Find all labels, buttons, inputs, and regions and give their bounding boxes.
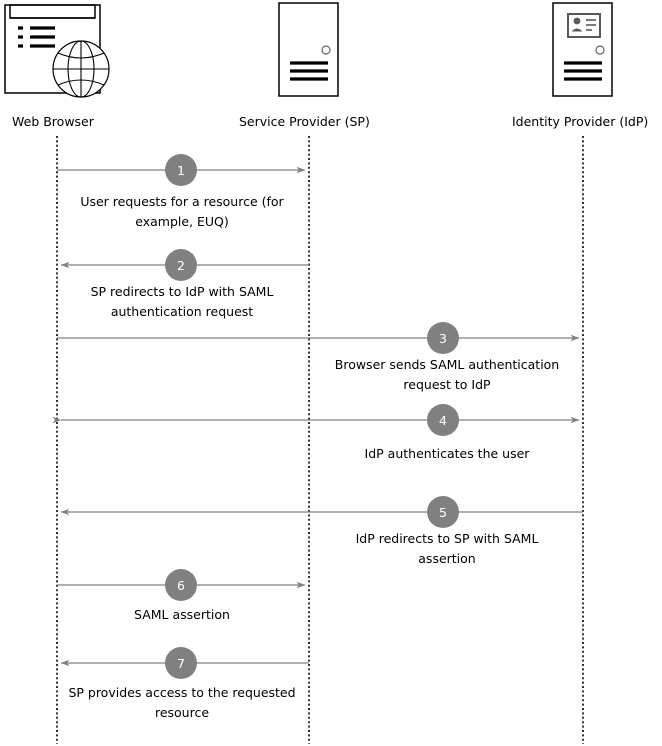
- message-label-6-line-1: SAML assertion: [134, 607, 230, 622]
- message-1: 1 User requests for a resource (for exam…: [57, 154, 306, 229]
- sequence-badge-1: [165, 154, 197, 186]
- message-label-7-line-1: SP provides access to the requested: [68, 685, 295, 700]
- message-label-3-line-1: Browser sends SAML authentication: [335, 357, 559, 372]
- message-7: 7 SP provides access to the requested re…: [60, 647, 309, 720]
- message-label-1-line-1: User requests for a resource (for: [80, 194, 284, 209]
- message-label-3-line-2: request to IdP: [403, 377, 491, 392]
- sequence-badge-2: [165, 249, 197, 281]
- sequence-number-4: 4: [439, 413, 447, 428]
- message-label-7-line-2: resource: [155, 705, 209, 720]
- message-4: 4 IdP authenticates the user: [52, 404, 580, 461]
- sequence-number-3: 3: [439, 331, 447, 346]
- web-browser-globe-icon: [4, 4, 110, 98]
- sequence-number-7: 7: [177, 656, 185, 671]
- actor-label-sp: Service Provider (SP): [239, 114, 370, 129]
- sequence-number-1: 1: [177, 163, 185, 178]
- sequence-number-5: 5: [439, 505, 447, 520]
- sequence-number-6: 6: [177, 578, 185, 593]
- actor-label-browser: Web Browser: [12, 114, 95, 129]
- message-label-4-line-1: IdP authenticates the user: [365, 446, 531, 461]
- message-6: 6 SAML assertion: [57, 569, 306, 622]
- sequence-number-2: 2: [177, 258, 185, 273]
- id-card-icon: [567, 13, 601, 38]
- identity-server-badge-icon: [552, 2, 613, 97]
- message-3: 3 Browser sends SAML authentication requ…: [57, 322, 580, 392]
- sequence-badge-3: [427, 322, 459, 354]
- sequence-badge-7: [165, 647, 197, 679]
- sequence-badge-5: [427, 496, 459, 528]
- message-label-5-line-1: IdP redirects to SP with SAML: [356, 531, 539, 546]
- globe-icon: [52, 40, 110, 98]
- server-tower-icon: [278, 2, 339, 97]
- sequence-badge-6: [165, 569, 197, 601]
- message-label-2-line-1: SP redirects to IdP with SAML: [91, 284, 274, 299]
- sequence-badge-4: [427, 404, 459, 436]
- message-5: 5 IdP redirects to SP with SAML assertio…: [60, 496, 583, 566]
- message-2: 2 SP redirects to IdP with SAML authenti…: [60, 249, 309, 319]
- message-label-1-line-2: example, EUQ): [135, 214, 229, 229]
- message-label-2-line-2: authentication request: [111, 304, 253, 319]
- message-label-5-line-2: assertion: [418, 551, 475, 566]
- actor-label-idp: Identity Provider (IdP): [512, 114, 648, 129]
